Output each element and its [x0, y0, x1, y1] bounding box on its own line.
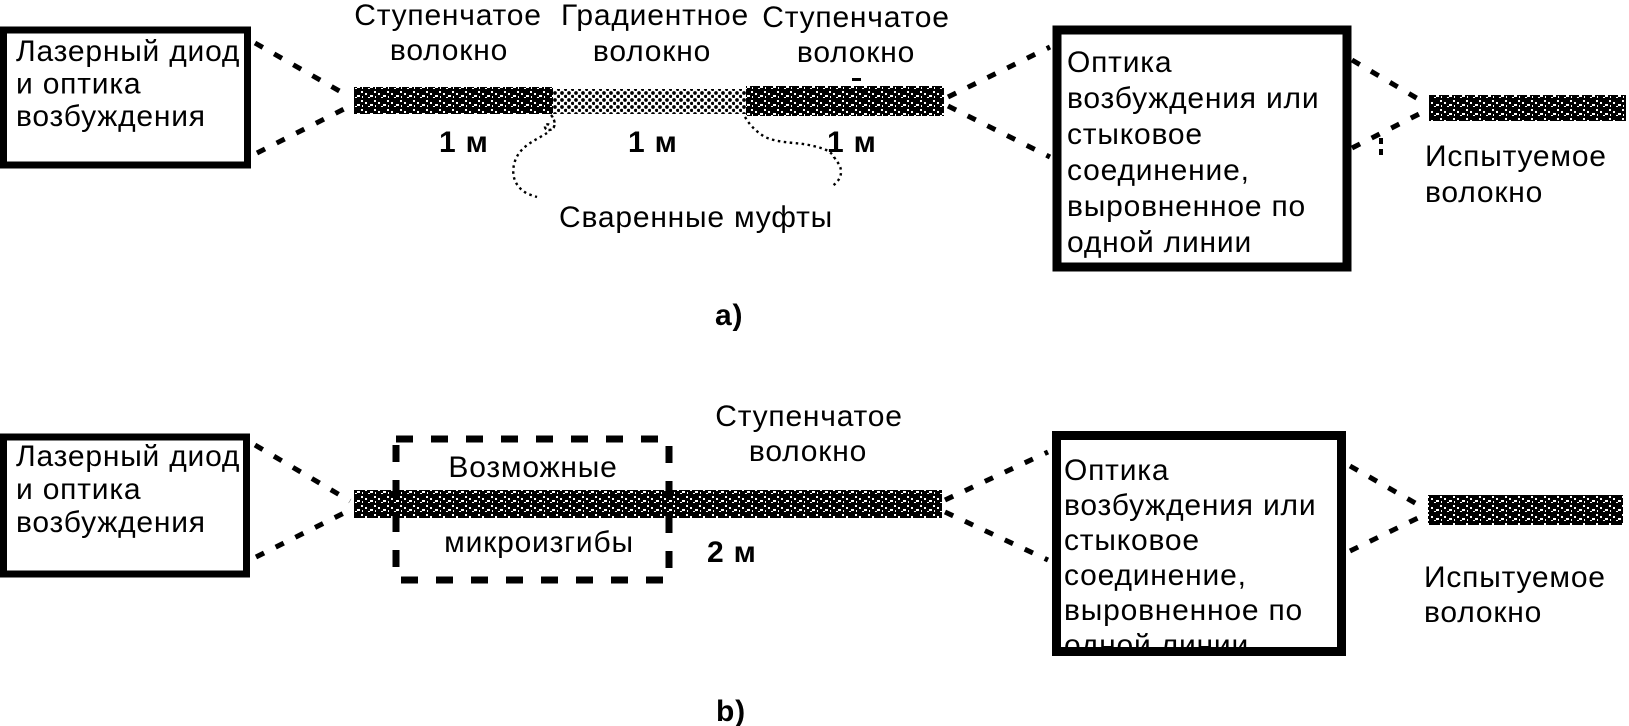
svg-text:b): b) — [716, 695, 746, 726]
svg-text:Испытуемое: Испытуемое — [1425, 140, 1607, 173]
svg-text:и оптика: и оптика — [16, 68, 141, 101]
svg-text:Ступенчатое: Ступенчатое — [715, 400, 902, 433]
svg-text:2 м: 2 м — [707, 536, 757, 569]
svg-text:Оптика: Оптика — [1067, 46, 1172, 79]
svg-text:Возможные: Возможные — [448, 451, 617, 484]
svg-text:волокно: волокно — [593, 35, 711, 68]
svg-text:стыковое: стыковое — [1064, 524, 1200, 557]
svg-text:1 м: 1 м — [628, 126, 678, 159]
svg-text:одной линии: одной линии — [1067, 226, 1252, 259]
svg-text:микроизгибы: микроизгибы — [444, 526, 634, 559]
svg-text:Оптика: Оптика — [1064, 454, 1169, 487]
svg-text:соединение,: соединение, — [1067, 154, 1250, 187]
svg-text:выровненное по: выровненное по — [1064, 594, 1303, 627]
svg-text:Сваренные муфты: Сваренные муфты — [559, 201, 833, 234]
svg-text:возбуждения: возбуждения — [16, 506, 206, 539]
svg-text:возбуждения или: возбуждения или — [1064, 489, 1316, 522]
svg-text:a): a) — [715, 299, 743, 332]
svg-text:1 м: 1 м — [827, 126, 877, 159]
svg-text:Лазерный диод: Лазерный диод — [16, 440, 240, 473]
svg-text:1 м: 1 м — [439, 126, 489, 159]
svg-text:волокно: волокно — [1424, 596, 1542, 629]
svg-text:волокно: волокно — [749, 435, 867, 468]
svg-text:соединение,: соединение, — [1064, 559, 1247, 592]
svg-text:Ступенчатое: Ступенчатое — [762, 1, 949, 34]
svg-text:Лазерный диод: Лазерный диод — [16, 35, 240, 68]
svg-text:волокно: волокно — [390, 34, 508, 67]
svg-text:Ступенчатое: Ступенчатое — [354, 0, 541, 32]
svg-text:стыковое: стыковое — [1067, 118, 1203, 151]
svg-text:волокно: волокно — [797, 36, 915, 69]
svg-text:Градиентное: Градиентное — [561, 0, 749, 32]
svg-text:выровненное по: выровненное по — [1067, 190, 1306, 223]
svg-text:возбуждения или: возбуждения или — [1067, 82, 1319, 115]
svg-text:возбуждения: возбуждения — [16, 100, 206, 133]
svg-text:и оптика: и оптика — [16, 473, 141, 506]
svg-text:волокно: волокно — [1425, 176, 1543, 209]
svg-text:Испытуемое: Испытуемое — [1424, 561, 1606, 594]
